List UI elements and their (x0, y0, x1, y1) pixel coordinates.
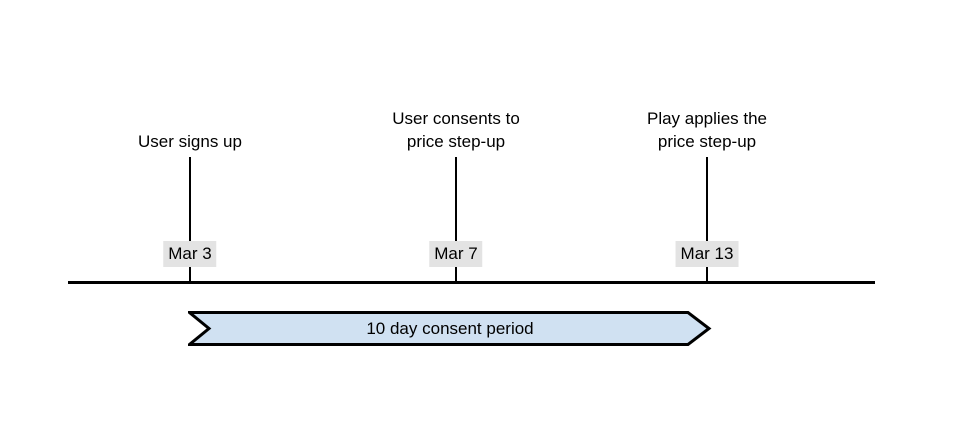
event-label: Play applies the price step-up (646, 109, 768, 151)
event-label: User consents to price step-up (392, 109, 520, 151)
tick-line-icon (189, 157, 191, 283)
date-badge: Mar 7 (429, 241, 483, 267)
date-badge: Mar 13 (675, 241, 739, 267)
tick-line-icon (706, 157, 708, 283)
consent-period-banner: 10 day consent period (188, 311, 712, 346)
date-badge: Mar 3 (163, 241, 217, 267)
event-label: User signs up (138, 132, 242, 151)
tick-line-icon (455, 157, 457, 283)
timeline-axis (68, 281, 875, 284)
banner-arrow-shape-icon (188, 311, 712, 346)
